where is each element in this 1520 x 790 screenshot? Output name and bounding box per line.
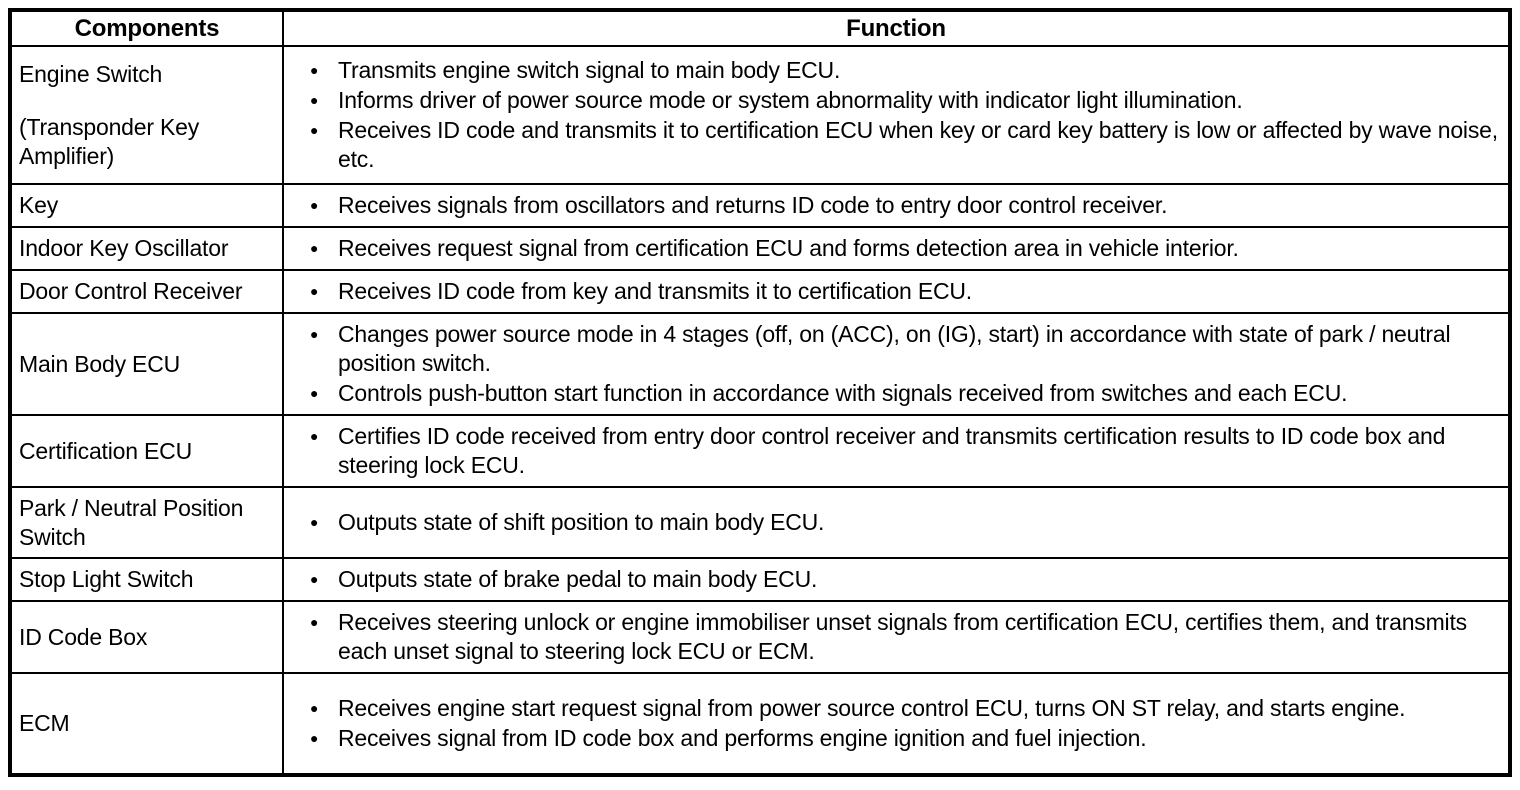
bullet-icon: ● (310, 514, 319, 530)
bullet-icon: ● (310, 326, 319, 342)
component-cell: Park / Neutral Position Switch (9, 486, 284, 559)
table-header-row: Components Function (9, 9, 1511, 47)
table-row-ecm: ECM ● Receives engine start request sign… (9, 672, 1511, 776)
bullet-icon: ● (310, 197, 319, 213)
function-text: Receives ID code and transmits it to cer… (338, 117, 1498, 172)
function-cell: ● Receives signals from oscillators and … (282, 183, 1511, 228)
bullet-icon: ● (310, 62, 319, 78)
function-cell: ● Certifies ID code received from entry … (282, 414, 1511, 488)
component-name: Engine Switch (19, 60, 163, 87)
function-item: ● Receives signals from oscillators and … (310, 191, 1500, 220)
component-name: ID Code Box (19, 623, 148, 650)
function-text: Receives engine start request signal fro… (338, 695, 1406, 721)
function-cell: ● Receives request signal from certifica… (282, 226, 1511, 271)
bullet-icon: ● (310, 700, 319, 716)
function-item: ● Controls push-button start function in… (310, 379, 1500, 408)
function-text: Receives request signal from certificati… (338, 235, 1239, 261)
function-item: ● Receives steering unlock or engine imm… (310, 608, 1500, 666)
component-name: Indoor Key Oscillator (19, 235, 229, 261)
bullet-icon: ● (310, 283, 319, 299)
function-text: Transmits engine switch signal to main b… (338, 57, 841, 83)
component-name: Door Control Receiver (19, 278, 243, 304)
component-cell: ECM (9, 672, 284, 776)
component-name: ECM (19, 710, 70, 736)
function-item: ● Receives ID code and transmits it to c… (310, 116, 1500, 174)
bullet-icon: ● (310, 428, 319, 444)
table-row-park-neutral-position-switch: Park / Neutral Position Switch ● Outputs… (9, 486, 1511, 559)
function-text: Outputs state of brake pedal to main bod… (338, 566, 818, 592)
function-text: Receives steering unlock or engine immob… (338, 609, 1467, 664)
table-row-certification-ecu: Certification ECU ● Certifies ID code re… (9, 414, 1511, 488)
component-cell: Door Control Receiver (9, 269, 284, 314)
bullet-icon: ● (310, 385, 319, 401)
component-name: Certification ECU (19, 437, 192, 464)
function-cell: ● Changes power source mode in 4 stages … (282, 312, 1511, 416)
bullet-icon: ● (310, 614, 319, 630)
column-header-function: Function (282, 9, 1511, 47)
table-row-key: Key ● Receives signals from oscillators … (9, 183, 1511, 228)
function-item: ● Receives signal from ID code box and p… (310, 724, 1500, 753)
component-cell: Indoor Key Oscillator (9, 226, 284, 271)
bullet-icon: ● (310, 240, 319, 256)
table-row-id-code-box: ID Code Box ● Receives steering unlock o… (9, 600, 1511, 674)
bullet-icon: ● (310, 571, 319, 587)
function-text: Informs driver of power source mode or s… (338, 87, 1243, 113)
component-cell: Main Body ECU (9, 312, 284, 416)
table-row-door-control-receiver: Door Control Receiver ● Receives ID code… (9, 269, 1511, 314)
function-cell: ● Receives steering unlock or engine imm… (282, 600, 1511, 674)
function-cell: ● Transmits engine switch signal to main… (282, 45, 1511, 185)
function-text: Outputs state of shift position to main … (338, 509, 825, 535)
function-cell: ● Receives engine start request signal f… (282, 672, 1511, 776)
function-item: ● Receives request signal from certifica… (310, 234, 1500, 263)
function-item: ● Informs driver of power source mode or… (310, 86, 1500, 115)
components-function-table: Components Function Engine Switch (Trans… (8, 8, 1512, 777)
bullet-icon: ● (310, 122, 319, 138)
function-item: ● Receives ID code from key and transmit… (310, 277, 1500, 306)
function-text: Controls push-button start function in a… (338, 380, 1348, 406)
table-row-indoor-key-oscillator: Indoor Key Oscillator ● Receives request… (9, 226, 1511, 271)
function-item: ● Outputs state of brake pedal to main b… (310, 565, 1500, 594)
component-cell: Stop Light Switch (9, 557, 284, 602)
function-text: Changes power source mode in 4 stages (o… (338, 321, 1451, 376)
bullet-icon: ● (310, 730, 319, 746)
function-item: ● Receives engine start request signal f… (310, 694, 1500, 723)
column-header-components: Components (9, 9, 284, 47)
function-item: ● Certifies ID code received from entry … (310, 422, 1500, 480)
component-name: Main Body ECU (19, 350, 181, 377)
component-subname: (Transponder Key Amplifier) (19, 113, 200, 169)
component-cell: Engine Switch (Transponder Key Amplifier… (9, 45, 284, 185)
component-cell: Key (9, 183, 284, 228)
component-name: Stop Light Switch (19, 566, 194, 592)
table-row-stop-light-switch: Stop Light Switch ● Outputs state of bra… (9, 557, 1511, 602)
function-text: Receives signal from ID code box and per… (338, 725, 1147, 751)
function-item: ● Outputs state of shift position to mai… (310, 508, 1500, 537)
component-name: Key (19, 192, 59, 218)
table-row-engine-switch: Engine Switch (Transponder Key Amplifier… (9, 45, 1511, 185)
bullet-icon: ● (310, 92, 319, 108)
function-text: Receives signals from oscillators and re… (338, 192, 1168, 218)
function-text: Certifies ID code received from entry do… (338, 423, 1446, 478)
component-cell: Certification ECU (9, 414, 284, 488)
function-text: Receives ID code from key and transmits … (338, 278, 972, 304)
function-item: ● Transmits engine switch signal to main… (310, 56, 1500, 85)
component-cell: ID Code Box (9, 600, 284, 674)
function-item: ● Changes power source mode in 4 stages … (310, 320, 1500, 378)
component-name: Park / Neutral Position Switch (19, 494, 244, 550)
table-row-main-body-ecu: Main Body ECU ● Changes power source mod… (9, 312, 1511, 416)
function-cell: ● Outputs state of brake pedal to main b… (282, 557, 1511, 602)
function-cell: ● Outputs state of shift position to mai… (282, 486, 1511, 559)
function-cell: ● Receives ID code from key and transmit… (282, 269, 1511, 314)
